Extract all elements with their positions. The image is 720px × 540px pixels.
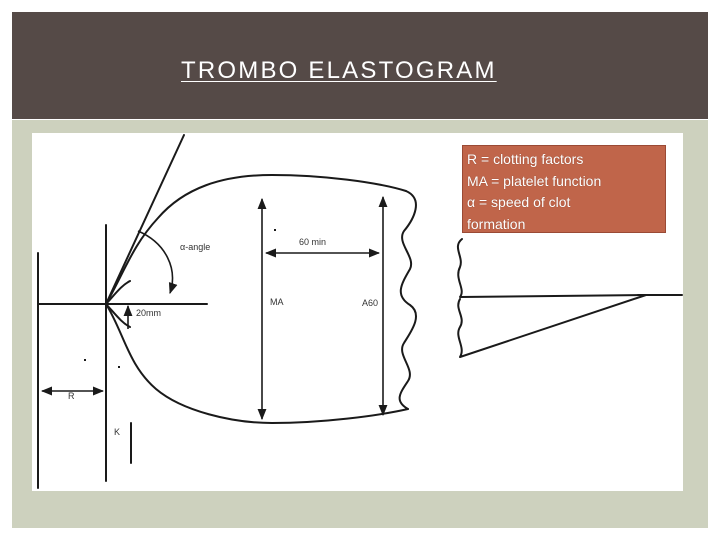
legend-line-r: R = clotting factors bbox=[467, 151, 584, 167]
ma-label: MA bbox=[270, 297, 284, 307]
legend-line-formation: formation bbox=[467, 215, 526, 232]
thromboelastogram-diagram: α-angle 60 min 20mm MA A60 R K bbox=[37, 134, 683, 489]
tail-lower-edge bbox=[457, 294, 647, 358]
tick-mark bbox=[118, 366, 120, 368]
k-label: K bbox=[114, 427, 120, 437]
lower-curve bbox=[105, 303, 409, 424]
upper-curve bbox=[105, 174, 407, 305]
alpha-angle-arc bbox=[137, 230, 178, 295]
tick-mark bbox=[274, 229, 276, 231]
r-label: R bbox=[68, 391, 75, 401]
tick-mark bbox=[84, 359, 86, 361]
legend-line-ma: MA = platelet function bbox=[467, 172, 602, 189]
sixty-min-label: 60 min bbox=[299, 237, 326, 247]
alpha-angle-label: α-angle bbox=[180, 242, 210, 252]
legend-box: R = clotting factors MA = platelet funct… bbox=[462, 145, 666, 233]
upper-notch bbox=[105, 280, 131, 305]
tail-upper-edge bbox=[457, 238, 647, 298]
right-wavy-edge bbox=[398, 190, 417, 410]
legend-line-alpha: α = speed of clot bbox=[467, 194, 571, 210]
lower-notch bbox=[105, 303, 131, 328]
twenty-mm-label: 20mm bbox=[136, 308, 161, 318]
title-bar bbox=[12, 12, 708, 119]
a60-label: A60 bbox=[362, 298, 378, 308]
tangent-line bbox=[105, 134, 185, 305]
slide-title: TROMBO ELASTOGRAM bbox=[181, 57, 497, 84]
